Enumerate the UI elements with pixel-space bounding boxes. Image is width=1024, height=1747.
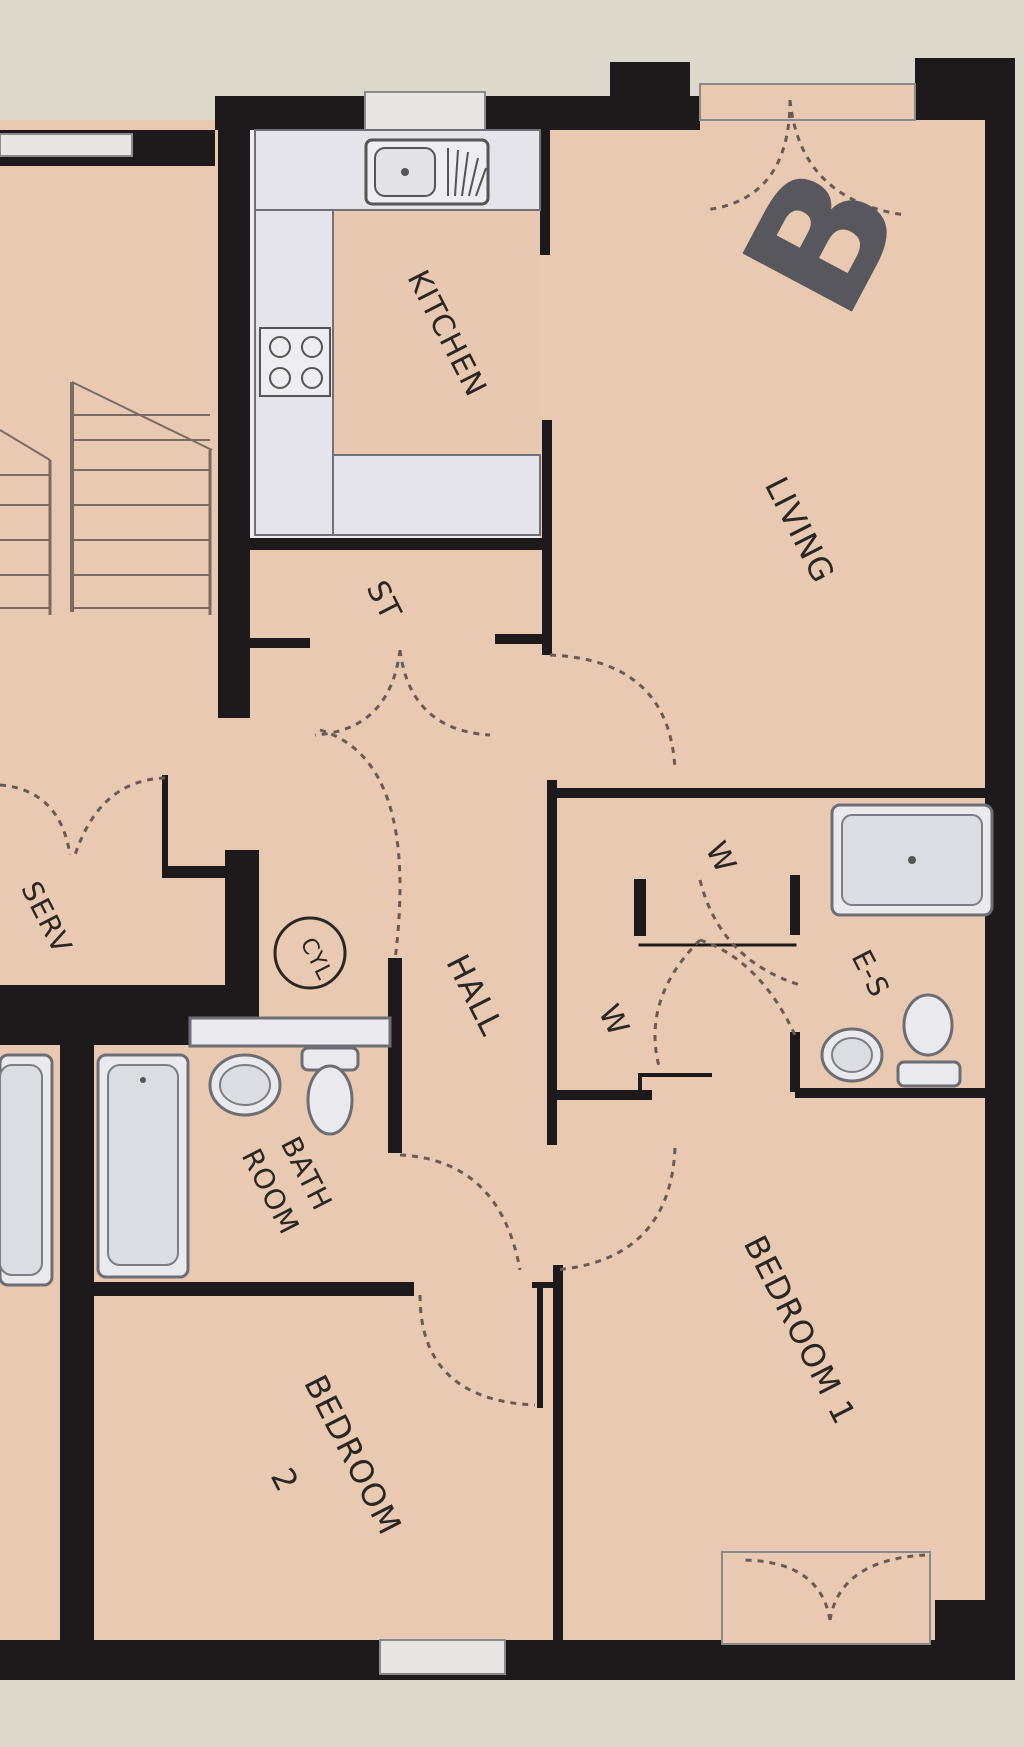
ensuite-basin-bowl: [831, 1037, 873, 1073]
staircase: [0, 381, 213, 615]
french-door-living: [699, 83, 916, 121]
kitchen-fittings: [254, 129, 541, 536]
wall-top-step: [610, 62, 690, 130]
sink-drainer: [447, 148, 487, 197]
wall-kitchen-bottom: [250, 538, 548, 550]
wall-store-left-stub: [250, 638, 310, 648]
french-door-bedroom1: [721, 1551, 931, 1645]
hob-ring-3: [269, 367, 291, 389]
bathroom-fittings: [0, 1016, 392, 1287]
outer-walls: [0, 58, 1015, 1680]
wall-bottom-right-step: [935, 1600, 1015, 1648]
ensuite-toilet-cistern: [896, 1060, 962, 1088]
windows: [0, 83, 931, 1675]
bathtub-drain: [140, 1077, 146, 1083]
wall-serv-stub: [165, 866, 230, 878]
wall-ensuite-left: [790, 1032, 800, 1092]
bathtub-inner: [107, 1064, 179, 1266]
cylinder: [273, 916, 347, 990]
basin-bowl: [219, 1064, 271, 1106]
wall-hall-left: [388, 958, 402, 1153]
window-bottom: [379, 1639, 506, 1675]
interior-walls: [0, 96, 997, 1645]
window-top-left: [0, 133, 133, 157]
kitchen-tint: [333, 210, 540, 455]
hob-ring-4: [301, 367, 323, 389]
toilet-icon: [306, 1064, 354, 1136]
wall-bath-left: [60, 1045, 94, 1645]
wall-bath-bottom: [94, 1282, 414, 1296]
door-swings: [0, 99, 926, 1621]
kitchen-worktop-bottom: [332, 454, 541, 536]
wall-store-right-stub: [495, 634, 547, 644]
hob-ring-2: [301, 336, 323, 358]
window-kitchen: [364, 91, 486, 131]
ensuite-fittings: [820, 803, 994, 1088]
ensuite-toilet-icon: [902, 993, 954, 1057]
bath-basin-unit: [188, 1016, 392, 1048]
hob-ring-1: [269, 336, 291, 358]
wall-ensuite-top: [552, 788, 997, 798]
wall-bottom: [0, 1640, 1015, 1680]
bathtub-left-inner: [0, 1064, 43, 1276]
shower-drain: [908, 856, 916, 864]
wall-ensuite-bottom: [795, 1088, 995, 1098]
sink-drain: [401, 168, 409, 176]
cylinder-icon: [273, 916, 347, 990]
wall-wardrobe-split: [552, 1090, 652, 1100]
wall-kitchen-left: [218, 96, 250, 718]
